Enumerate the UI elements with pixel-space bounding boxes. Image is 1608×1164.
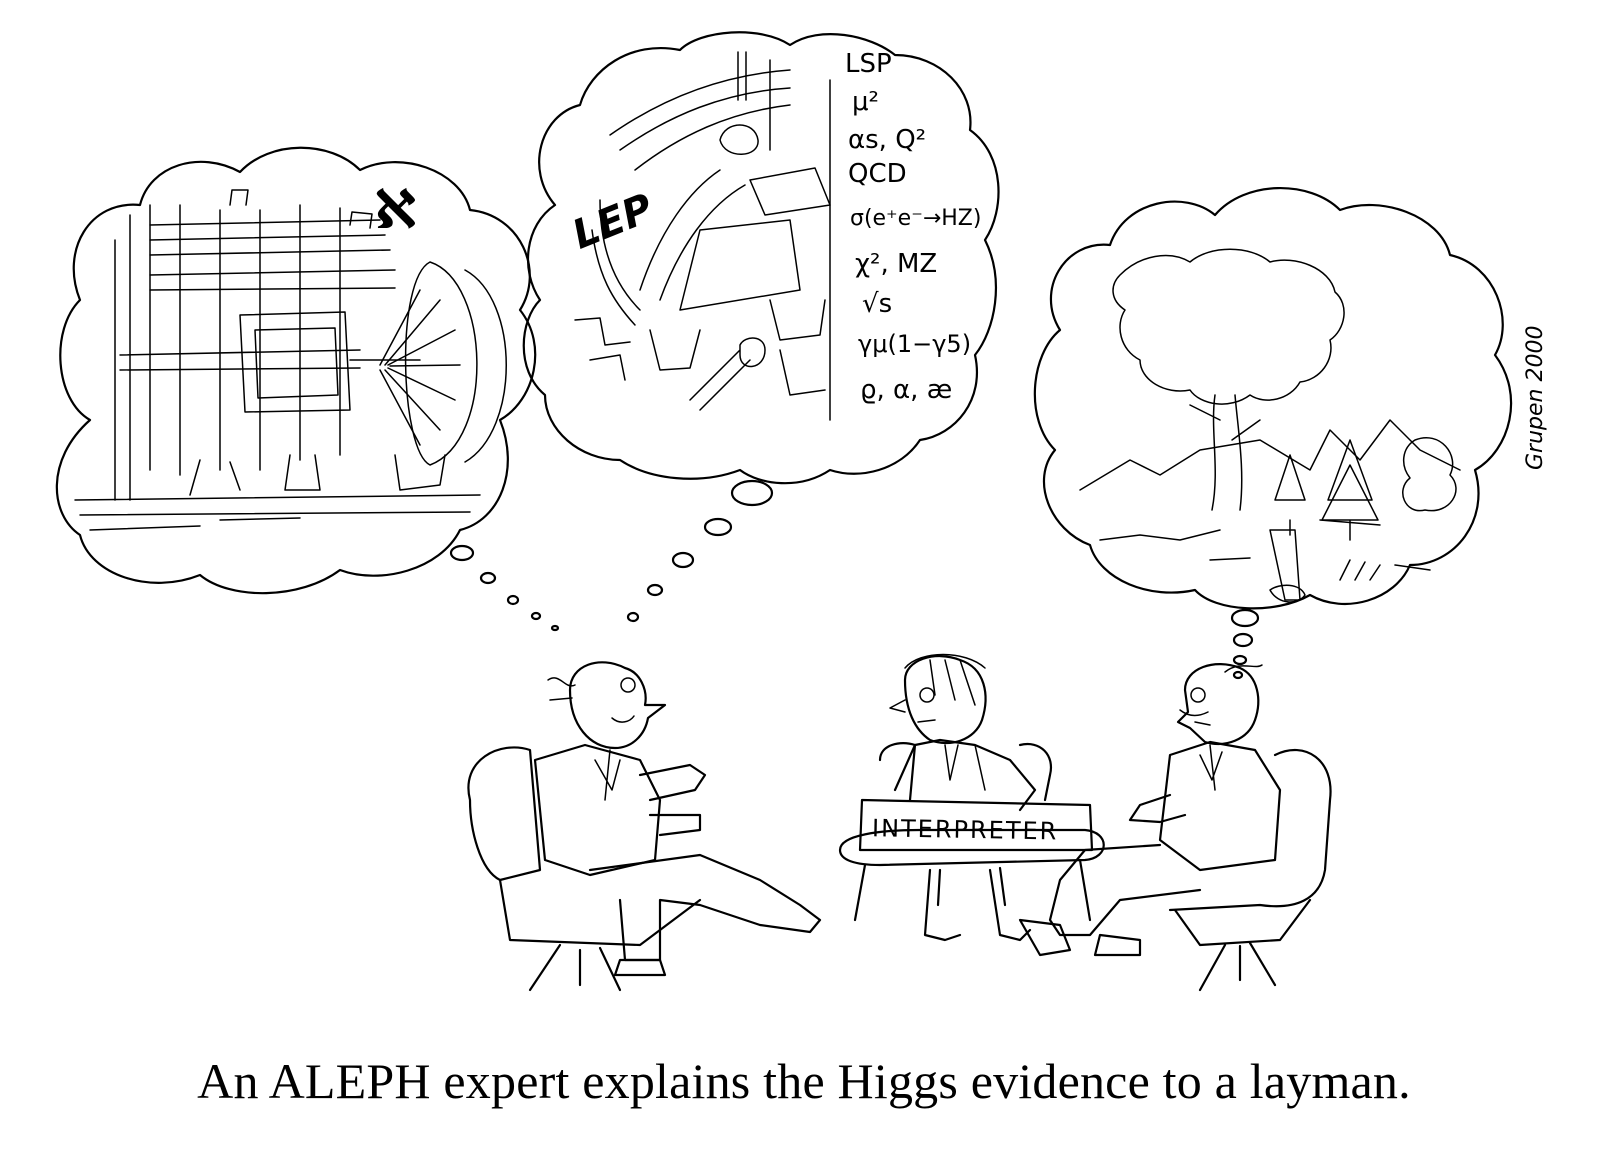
thought-bubble-physics: [522, 31, 1000, 485]
formula-6: χ², MZ: [855, 249, 937, 279]
layman-figure: [1018, 663, 1332, 992]
formula-8: γμ(1−γ5): [858, 330, 971, 358]
aleph-symbol: ℵ: [374, 178, 417, 241]
formula-5: σ(e⁺e⁻→HZ): [850, 206, 981, 231]
lep-label: LEP: [566, 185, 659, 258]
lep-illustration: [574, 51, 831, 421]
expert-figure: [467, 661, 822, 992]
thought-dots-right: [1230, 608, 1260, 680]
formula-1: LSP: [845, 49, 892, 79]
formula-2: μ²: [852, 87, 879, 117]
interpreter-figure: [838, 653, 1105, 942]
formula-7: √s: [862, 289, 892, 319]
formula-9: ϱ, α, æ: [860, 375, 952, 405]
thought-dots-middle: [626, 479, 774, 623]
formula-3: αs, Q²: [848, 125, 926, 155]
cartoon-caption: An ALEPH expert explains the Higgs evide…: [197, 1053, 1411, 1109]
detector-illustration: [74, 189, 507, 531]
artist-signature: Grupen 2000: [1523, 326, 1548, 470]
formula-list: LSP μ² αs, Q² QCD σ(e⁺e⁻→HZ) χ², MZ √s γ…: [845, 49, 981, 405]
thought-bubble-detector: [55, 146, 537, 595]
thought-dots-left: [449, 544, 560, 632]
formula-4: QCD: [848, 159, 907, 189]
landscape-illustration: [1079, 248, 1461, 603]
interpreter-sign-label: INTERPRETER: [872, 814, 1059, 845]
thought-bubble-landscape: [1033, 187, 1513, 610]
